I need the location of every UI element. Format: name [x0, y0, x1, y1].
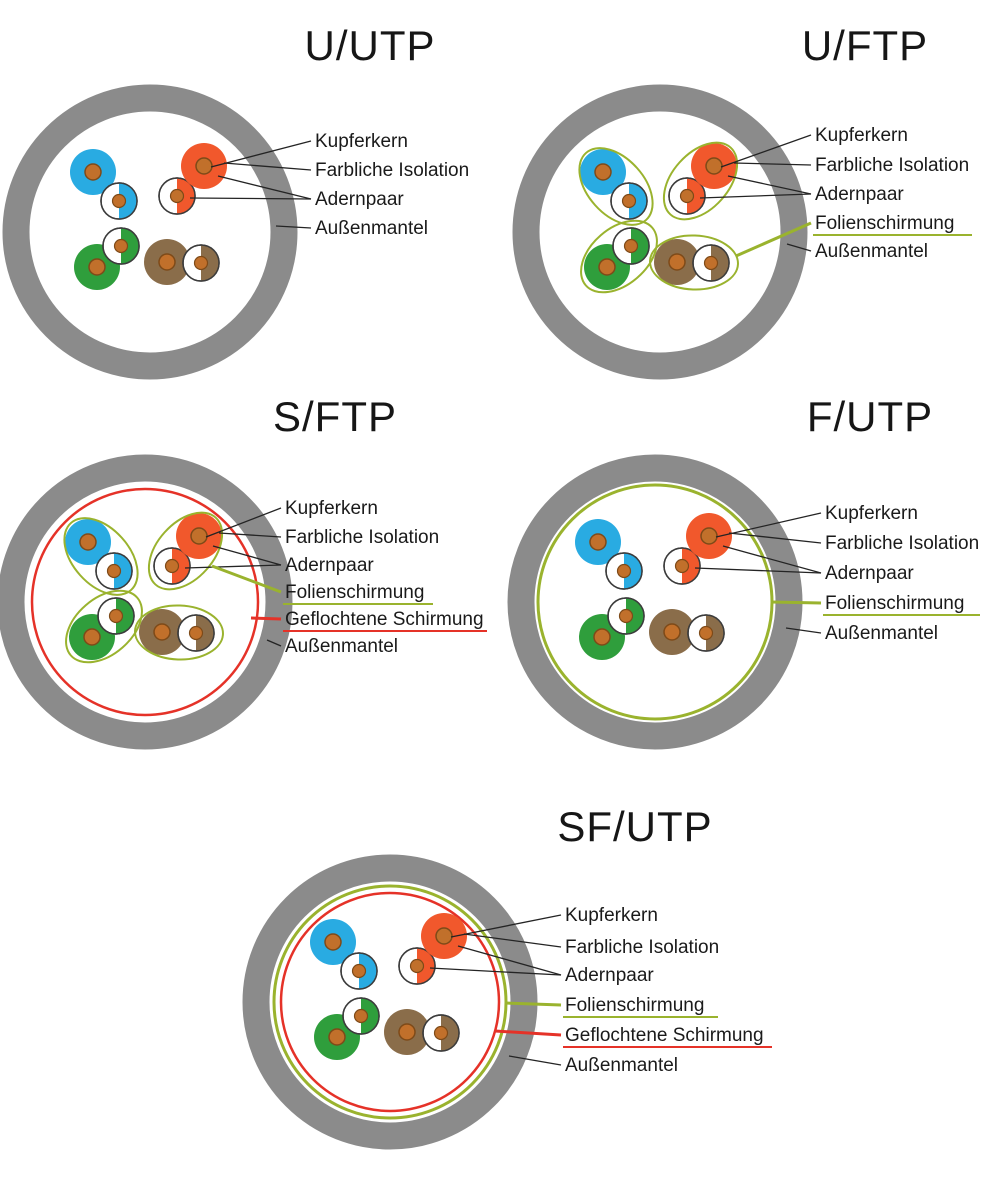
- labels: Kupferkern Farbliche Isolation Adernpaar…: [315, 131, 469, 239]
- labels: Kupferkern Farbliche Isolation Adernpaar…: [823, 503, 980, 644]
- leader-line: [189, 197, 312, 200]
- leader-line: [722, 545, 822, 574]
- label-adernpaar: Adernpaar: [315, 189, 404, 210]
- label-farbliche-isolation: Farbliche Isolation: [285, 527, 439, 548]
- diagram-uftp: U/FTP Kupferkern Farbliche Isolation Ade…: [512, 22, 972, 380]
- label-aussenmantel: Außenmantel: [285, 636, 398, 657]
- label-adernpaar: Adernpaar: [815, 184, 904, 205]
- foil-leader-line: [735, 221, 812, 258]
- labels: Kupferkern Farbliche Isolation Adernpaar…: [283, 498, 487, 657]
- leader-line: [450, 914, 562, 938]
- label-folienschirmung: Folienschirmung: [825, 593, 964, 614]
- diagram-futp: F/UTP Kupferkern Farbliche Isolation Ade…: [507, 393, 980, 750]
- label-farbliche-isolation: Farbliche Isolation: [825, 533, 979, 554]
- outer-jacket: [507, 454, 803, 750]
- label-farbliche-isolation: Farbliche Isolation: [315, 160, 469, 181]
- cable-type-title: F/UTP: [807, 393, 933, 440]
- leader-line: [184, 564, 282, 569]
- leader-lines: [189, 140, 312, 229]
- label-kupferkern: Kupferkern: [565, 905, 658, 926]
- label-aussenmantel: Außenmantel: [815, 241, 928, 262]
- label-kupferkern: Kupferkern: [815, 125, 908, 146]
- leader-line: [205, 507, 282, 538]
- diagram-sfutp: SF/UTP Kupferkern Farbliche Isolation Ad…: [242, 803, 772, 1150]
- leader-lines: [694, 512, 822, 634]
- leader-lines: [429, 914, 562, 1066]
- leader-line: [720, 134, 812, 168]
- leader-line: [266, 639, 282, 647]
- leader-line: [733, 162, 812, 166]
- label-aussenmantel: Außenmantel: [565, 1055, 678, 1076]
- leader-line: [785, 627, 822, 634]
- outer-jacket: [242, 854, 538, 1150]
- leader-line: [508, 1055, 562, 1066]
- cable-type-title: SF/UTP: [557, 803, 712, 850]
- outer-jacket: [0, 454, 293, 750]
- label-kupferkern: Kupferkern: [825, 503, 918, 524]
- diagram-uutp: U/UTP Kupferkern Farbliche Isolation Ade…: [2, 22, 469, 380]
- cable-type-title: U/FTP: [802, 22, 928, 69]
- label-geflochtene-schirmung: Geflochtene Schirmung: [565, 1025, 764, 1046]
- leader-line: [699, 193, 812, 199]
- leader-line: [218, 532, 282, 538]
- leader-line: [217, 175, 312, 200]
- leader-line: [457, 945, 562, 976]
- label-adernpaar: Adernpaar: [285, 555, 374, 576]
- foil-leader-line: [770, 600, 822, 605]
- label-folienschirmung: Folienschirmung: [815, 213, 954, 234]
- label-folienschirmung: Folienschirmung: [285, 582, 424, 603]
- leader-line: [275, 225, 312, 229]
- labels: Kupferkern Farbliche Isolation Adernpaar…: [563, 905, 772, 1076]
- foil-leader-line: [211, 564, 282, 594]
- leader-line: [786, 243, 812, 252]
- label-folienschirmung: Folienschirmung: [565, 995, 704, 1016]
- leader-line: [223, 162, 312, 171]
- label-aussenmantel: Außenmantel: [825, 623, 938, 644]
- outer-jacket: [512, 84, 808, 380]
- leader-line: [429, 967, 562, 976]
- leader-lines: [699, 134, 812, 258]
- label-kupferkern: Kupferkern: [315, 131, 408, 152]
- braid-leader-line: [250, 616, 282, 621]
- label-aussenmantel: Außenmantel: [315, 218, 428, 239]
- overall-braid-shield: [30, 487, 260, 717]
- leader-line: [463, 933, 562, 948]
- label-geflochtene-schirmung: Geflochtene Schirmung: [285, 609, 484, 630]
- cable-type-title: S/FTP: [273, 393, 397, 440]
- leader-line: [727, 175, 812, 195]
- label-farbliche-isolation: Farbliche Isolation: [565, 937, 719, 958]
- foil-leader-line: [504, 1001, 562, 1007]
- leader-lines: [184, 507, 282, 647]
- label-adernpaar: Adernpaar: [565, 965, 654, 986]
- diagram-sftp: S/FTP Kupferkern Farbliche Isolation Ade…: [0, 393, 487, 750]
- label-farbliche-isolation: Farbliche Isolation: [815, 155, 969, 176]
- cable-type-title: U/UTP: [305, 22, 436, 69]
- outer-jacket: [2, 84, 298, 380]
- overall-braid-shield: [279, 891, 501, 1113]
- leader-line: [694, 567, 822, 574]
- braid-leader-line: [494, 1029, 562, 1037]
- label-adernpaar: Adernpaar: [825, 563, 914, 584]
- leader-line: [728, 532, 822, 544]
- label-kupferkern: Kupferkern: [285, 498, 378, 519]
- leader-line: [212, 545, 282, 566]
- labels: Kupferkern Farbliche Isolation Adernpaar…: [813, 125, 972, 262]
